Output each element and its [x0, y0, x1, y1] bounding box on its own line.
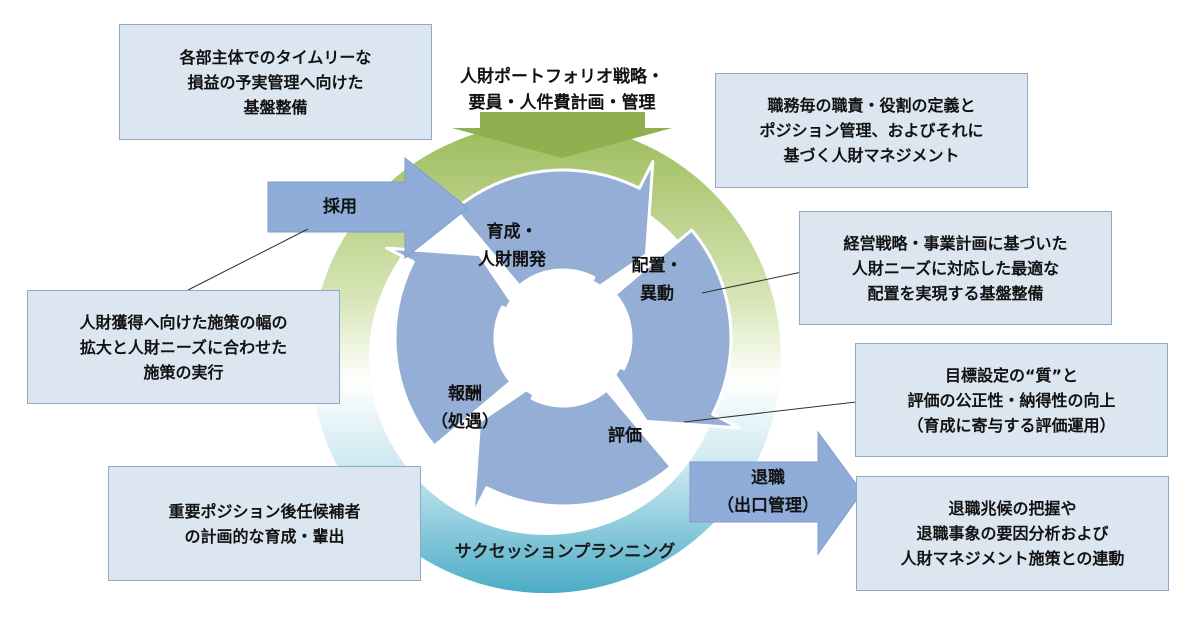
ring-top-label-line-2: 要員・人件費計画・管理 — [468, 93, 656, 113]
cycle-hub — [498, 273, 628, 403]
retirement-arrow-label: 退職 （出口管理） — [698, 464, 838, 520]
note-evaluation-line-3: （育成に寄与する評価運用） — [907, 415, 1116, 435]
succession-planning-label: サクセッションプランニング — [454, 542, 676, 562]
cycle-segments — [385, 160, 741, 516]
note-placement-line-2: 人財ニーズに対応した最適な — [851, 258, 1060, 278]
segment-placement — [602, 228, 741, 430]
segment-placement-line-2: 異動 — [640, 284, 674, 304]
ring-down-arrow — [452, 112, 672, 158]
note-placement-line-1: 経営戦略・事業計画に基づいた — [843, 233, 1068, 253]
ring-bottom-label: サクセッションプランニング — [430, 541, 700, 563]
hiring-arrow — [267, 156, 469, 260]
note-evaluation: 目標設定の“質”と 評価の公正性・納得性の向上 （育成に寄与する評価運用） — [855, 343, 1168, 457]
ring-top-label-line-1: 人財ポートフォリオ戦略・ — [460, 67, 664, 87]
segment-compensation — [385, 246, 524, 448]
note-exit-line-3: 人財マネジメント施策との連動 — [900, 549, 1125, 568]
note-timely-pl-line-3: 基盤整備 — [243, 97, 308, 117]
note-placement-line-3: 配置を実現する基盤整備 — [867, 283, 1044, 303]
segment-label-compensation: 報酬 （処遇） — [410, 380, 520, 436]
note-succession: 重要ポジション後任候補者 の計画的な育成・輩出 — [108, 466, 421, 581]
segment-label-evaluation: 評価 — [590, 422, 660, 450]
segment-label-placement: 配置・ 異動 — [612, 252, 702, 308]
note-succession-line-2: の計画的な育成・輩出 — [184, 526, 345, 546]
note-position-line-3: 基づく人財マネジメント — [783, 146, 960, 165]
retirement-arrow — [689, 430, 863, 556]
note-position-management: 職務毎の職責・役割の定義と ポジション管理、およびそれに 基づく人財マネジメント — [715, 73, 1028, 188]
segment-development-line-2: 人財開発 — [478, 250, 546, 270]
note-timely-pl-line-2: 損益の予実管理へ向けた — [187, 72, 364, 92]
note-placement: 経営戦略・事業計画に基づいた 人財ニーズに対応した最適な 配置を実現する基盤整備 — [799, 211, 1112, 325]
hiring-arrow-label: 採用 — [300, 194, 380, 220]
note-recruiting-line-2: 拡大と人財ニーズに合わせた — [79, 337, 288, 357]
note-timely-pl: 各部主体でのタイムリーな 損益の予実管理へ向けた 基盤整備 — [119, 24, 432, 140]
note-recruiting-line-3: 施策の実行 — [143, 362, 224, 382]
segment-label-development: 育成・ 人財開発 — [452, 218, 572, 274]
segment-development-line-1: 育成・ — [486, 222, 538, 242]
note-exit-line-2: 退職事象の要因分析および — [916, 524, 1109, 543]
note-position-line-2: ポジション管理、およびそれに — [759, 121, 984, 140]
ring-top-label: 人財ポートフォリオ戦略・ 要員・人件費計画・管理 — [432, 64, 692, 116]
hiring-label: 採用 — [323, 197, 357, 217]
segment-development — [453, 160, 655, 299]
note-succession-line-1: 重要ポジション後任候補者 — [168, 501, 361, 521]
segment-evaluation-line-1: 評価 — [608, 426, 642, 446]
connector-evaluation — [683, 401, 857, 423]
note-evaluation-line-2: 評価の公正性・納得性の向上 — [907, 390, 1116, 410]
retirement-label-line-1: 退職 — [751, 468, 785, 488]
note-evaluation-line-1: 目標設定の“質”と — [944, 365, 1079, 385]
note-recruiting-line-1: 人財獲得へ向けた施策の幅の — [79, 312, 288, 332]
note-exit: 退職兆候の把握や 退職事象の要因分析および 人財マネジメント施策との連動 — [856, 476, 1169, 591]
retirement-label-line-2: （出口管理） — [717, 496, 819, 516]
segment-placement-line-1: 配置・ — [631, 256, 683, 276]
segment-compensation-line-2: （処遇） — [431, 412, 499, 432]
note-timely-pl-line-1: 各部主体でのタイムリーな — [179, 47, 372, 67]
connector-recruiting — [187, 228, 309, 291]
connector-placement — [701, 271, 803, 294]
segment-evaluation — [471, 377, 673, 516]
note-exit-line-1: 退職兆候の把握や — [948, 499, 1077, 518]
segment-compensation-line-1: 報酬 — [448, 384, 482, 404]
note-position-line-1: 職務毎の職責・役割の定義と — [767, 96, 976, 115]
note-recruiting: 人財獲得へ向けた施策の幅の 拡大と人財ニーズに合わせた 施策の実行 — [27, 290, 340, 404]
